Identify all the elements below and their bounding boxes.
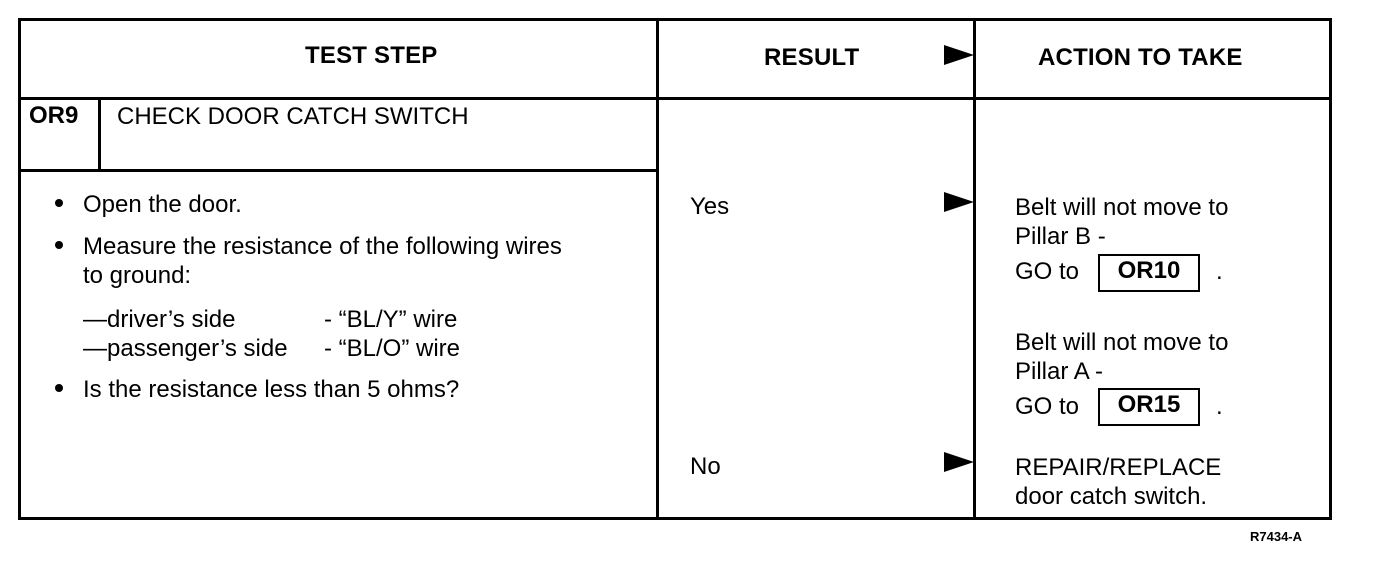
wire-driver-side: —driver’s side (83, 306, 236, 333)
header-action-to-take: ACTION TO TAKE (1038, 44, 1243, 71)
result-yes-arrow-icon (944, 192, 974, 212)
goto-or10-box[interactable]: OR10 (1098, 254, 1200, 292)
step-title-divider (18, 169, 659, 172)
table-border-left (18, 18, 21, 520)
column-divider-result (656, 18, 659, 520)
header-result: RESULT (764, 44, 860, 71)
header-divider (18, 97, 1332, 100)
instruction-measure-resistance: Measure the resistance of the following … (83, 233, 562, 260)
result-no-arrow-icon (944, 452, 974, 472)
action-pillar-b-period: . (1216, 258, 1223, 285)
wire-driver-color: - “BL/Y” wire (324, 306, 458, 333)
step-code-divider (98, 97, 101, 172)
action-pillar-b-goto: GO to (1015, 258, 1080, 285)
bullet-icon (55, 199, 63, 207)
column-divider-action (973, 18, 976, 520)
goto-or15-box[interactable]: OR15 (1098, 388, 1200, 426)
table-border-right (1329, 18, 1332, 520)
action-repair-line1: REPAIR/REPLACE (1015, 454, 1222, 481)
instruction-open-door: Open the door. (83, 191, 242, 218)
header-arrow-icon (944, 45, 974, 65)
instruction-resistance-question: Is the resistance less than 5 ohms? (83, 376, 460, 403)
bullet-icon (55, 384, 63, 392)
action-pillar-a-period: . (1216, 393, 1223, 420)
wire-passenger-side: —passenger’s side (83, 335, 288, 362)
bullet-icon (55, 241, 63, 249)
result-yes: Yes (690, 193, 730, 220)
step-code: OR9 (29, 102, 79, 129)
table-border-bottom (18, 517, 1332, 520)
action-pillar-a-goto: GO to (1015, 393, 1080, 420)
figure-id: R7434-A (1250, 529, 1303, 544)
result-no: No (690, 453, 721, 480)
table-border-top (18, 18, 1332, 21)
wire-passenger-color: - “BL/O” wire (324, 335, 461, 362)
action-repair-line2: door catch switch. (1015, 483, 1208, 510)
action-pillar-a-line1: Belt will not move to (1015, 329, 1229, 356)
action-pillar-a-line2: Pillar A - (1015, 358, 1104, 385)
step-title: CHECK DOOR CATCH SWITCH (117, 103, 469, 130)
action-pillar-b-line1: Belt will not move to (1015, 194, 1229, 221)
action-pillar-b-line2: Pillar B - (1015, 223, 1106, 250)
header-test-step: TEST STEP (305, 42, 438, 69)
instruction-measure-resistance-cont: to ground: (83, 262, 192, 289)
